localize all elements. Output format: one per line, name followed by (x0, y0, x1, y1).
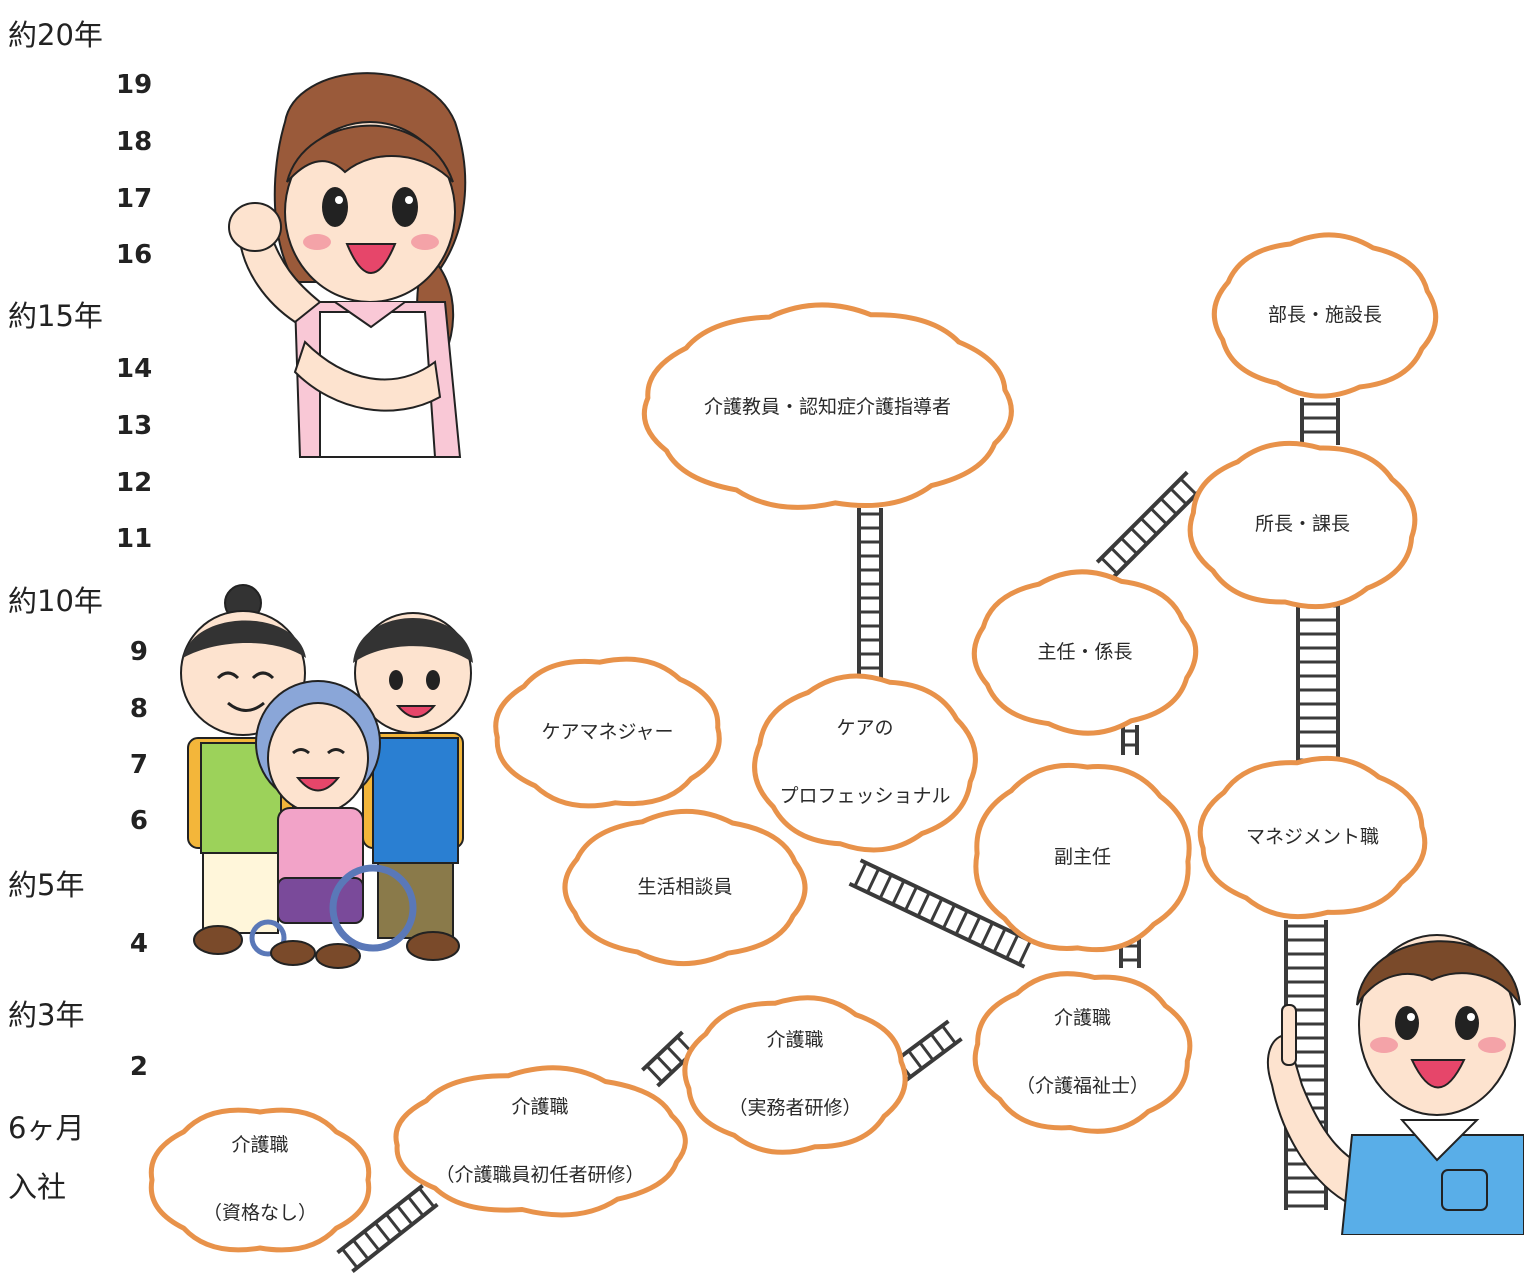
timeline-label: 6 (129, 806, 148, 836)
cloud-line: 介護職 (766, 1029, 824, 1052)
nurse-woman-illustration (228, 72, 467, 458)
cloud-outline (493, 656, 722, 809)
timeline-label: 16 (116, 240, 153, 270)
cloud-outline (1197, 755, 1428, 920)
cloud-outline (752, 673, 978, 853)
cloud-management: マネジメント職 (1190, 750, 1435, 925)
cloud-line: 介護職 (1053, 1006, 1111, 1029)
cloud-line: 介護教員・認知症介護指導者 (703, 395, 951, 418)
ladder (1296, 600, 1340, 765)
cloud-line: 部長・施設長 (1267, 303, 1382, 326)
timeline-label: 約20年 (8, 18, 103, 52)
cloud-line: 副主任 (1053, 845, 1111, 868)
ladder (857, 508, 883, 680)
cloud-outline (562, 808, 808, 967)
timeline-label: 4 (129, 929, 148, 959)
timeline-label: 約3年 (8, 998, 85, 1032)
cloud-outline (148, 1107, 372, 1253)
cloud-line: （介護職員初任者研修） (435, 1164, 645, 1186)
cloud-line: プロフェッショナル (779, 785, 951, 807)
cloud-kaigo-shoninsha: 介護職 （介護職員初任者研修） (385, 1062, 695, 1222)
cloud-line: 介護職 (511, 1096, 569, 1119)
man-pointing-illustration (1267, 934, 1524, 1235)
timeline-label: 18 (116, 127, 153, 157)
cloud-shunin-kakaricho: 主任・係長 (965, 565, 1205, 740)
ladder (1095, 470, 1205, 580)
timeline-label: 12 (116, 468, 153, 498)
cloud-seikatsu-soudanin: 生活相談員 (555, 805, 815, 970)
cloud-line: マネジメント職 (1245, 825, 1379, 848)
cloud-line: 介護職 (231, 1134, 289, 1157)
cloud-outline (973, 762, 1192, 953)
cloud-line: ケアマネジャー (541, 720, 674, 743)
caregivers-group-illustration (180, 584, 473, 969)
timeline-label: 2 (129, 1052, 148, 1082)
cloud-outline (971, 569, 1199, 736)
cloud-care-professional: ケアのプロフェッショナル (745, 668, 985, 858)
cloud-line: （介護福祉士） (1015, 1074, 1149, 1097)
cloud-kaigo-jitsumusha: 介護職 （実務者研修） (675, 990, 915, 1160)
timeline-label: 17 (116, 184, 153, 214)
cloud-shocho-kacho: 所長・課長 (1180, 435, 1425, 615)
timeline-label: 11 (116, 524, 153, 554)
timeline-label: 約10年 (8, 584, 103, 618)
cloud-line: （実務者研修） (728, 1097, 862, 1119)
timeline-label: 9 (129, 637, 148, 667)
timeline-label: 入社 (8, 1170, 67, 1204)
cloud-outline (641, 302, 1014, 510)
timeline-label: 約15年 (8, 299, 103, 333)
cloud-outline (972, 971, 1193, 1134)
cloud-line: 所長・課長 (1254, 513, 1350, 536)
cloud-line: 主任・係長 (1037, 640, 1133, 663)
timeline-label: 13 (116, 411, 153, 441)
cloud-care-manager: ケアマネジャー (485, 650, 730, 815)
cloud-kaigo-fukushishi: 介護職 （介護福祉士） (965, 965, 1200, 1140)
timeline-label: 19 (116, 70, 153, 100)
ladder (336, 1184, 439, 1273)
cloud-kaigo-shikaku-nashi: 介護職 （資格なし） (140, 1100, 380, 1260)
cloud-outline (1187, 440, 1418, 610)
cloud-fukushunin: 副主任 (965, 755, 1200, 960)
ladder (1121, 725, 1139, 755)
cloud-outline (1211, 232, 1439, 399)
timeline-label: 6ヶ月 (8, 1111, 85, 1145)
cloud-line: ケアの (836, 717, 894, 740)
timeline-label: 約5年 (8, 868, 85, 902)
timeline-label: 8 (129, 694, 148, 724)
cloud-bucho-shisetsucho: 部長・施設長 (1205, 228, 1445, 403)
cloud-outline (393, 1065, 688, 1218)
ladder (848, 858, 1037, 969)
cloud-line: （資格なし） (202, 1202, 317, 1224)
timeline-label: 14 (116, 354, 153, 384)
timeline-label: 7 (129, 750, 148, 780)
ladder (1300, 398, 1340, 445)
cloud-outline (682, 995, 908, 1155)
cloud-kaigo-kyoin: 介護教員・認知症介護指導者 (635, 300, 1020, 515)
cloud-line: 生活相談員 (637, 875, 733, 898)
